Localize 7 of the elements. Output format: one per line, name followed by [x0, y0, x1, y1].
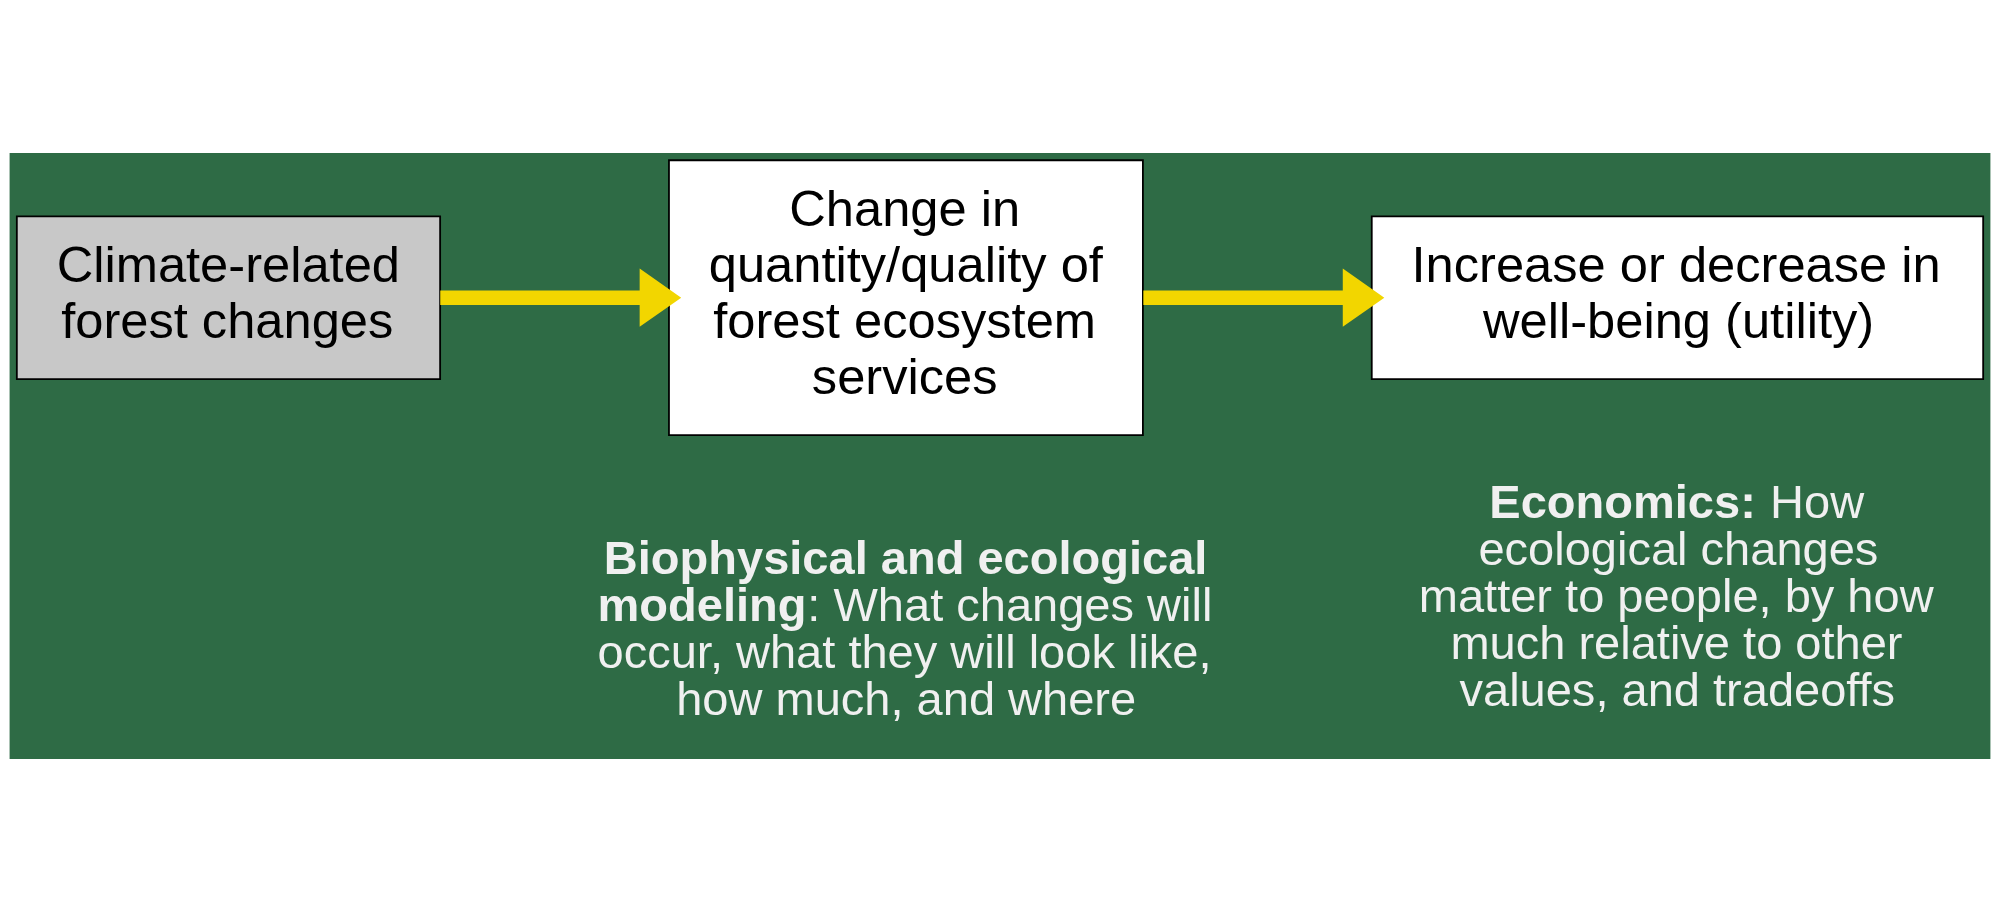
arrow [1143, 268, 1385, 327]
node-box: Change in quantity/quality of forest ecosystem services [668, 159, 1144, 437]
node-box: Climate-related forest changes [15, 215, 442, 381]
label: Economics: How ecological changes matter to people, by how much relative to other values, and tradeoffs [1418, 475, 1934, 717]
label: Biophysical and ecological modeling: What changes will occur, what they will look like, how much, and where [597, 531, 1213, 726]
node-box: Increase or decrease in well-being (utility) [1370, 215, 1985, 381]
arrow [440, 268, 682, 327]
